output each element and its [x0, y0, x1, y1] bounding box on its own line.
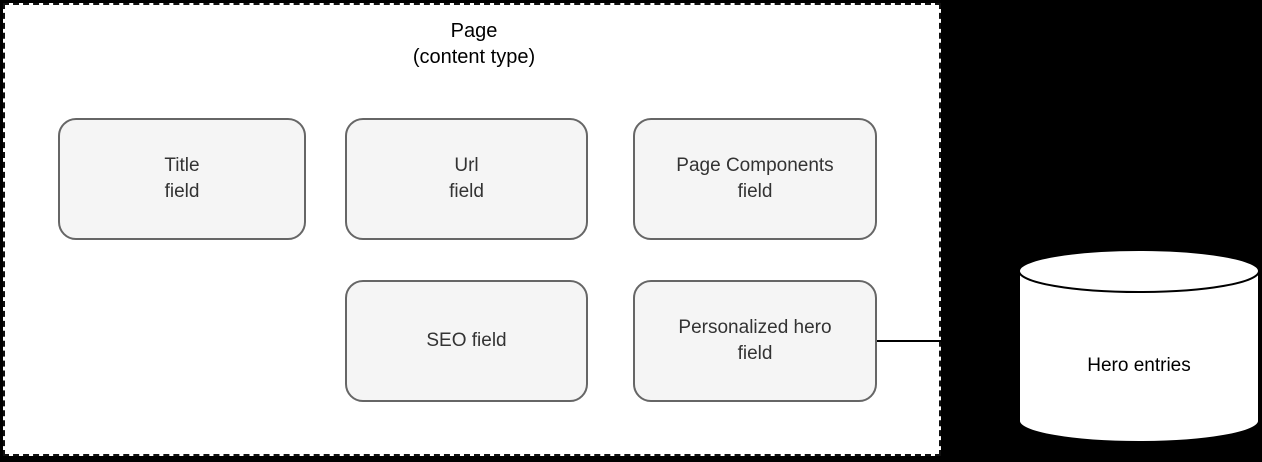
- field-box-personalized-hero[interactable]: Personalized hero field: [633, 280, 877, 402]
- field-label-seo: SEO field: [426, 330, 507, 351]
- hero-entries-datastore[interactable]: Hero entries: [1018, 250, 1260, 442]
- field-box-title[interactable]: Title field: [58, 118, 306, 240]
- content-type-title: Page (content type): [412, 20, 536, 68]
- field-label-url: Url field: [449, 155, 484, 202]
- cylinder-icon: [1018, 250, 1260, 442]
- connector-line-personalized-hero-to-datastore: [877, 340, 941, 342]
- field-box-page-components[interactable]: Page Components field: [633, 118, 877, 240]
- field-box-url[interactable]: Url field: [345, 118, 588, 240]
- field-label-page-components: Page Components field: [676, 155, 834, 202]
- field-box-seo[interactable]: SEO field: [345, 280, 588, 402]
- field-label-personalized-hero: Personalized hero field: [678, 317, 832, 364]
- datastore-label: Hero entries: [1087, 355, 1191, 376]
- field-label-title: Title field: [164, 155, 200, 202]
